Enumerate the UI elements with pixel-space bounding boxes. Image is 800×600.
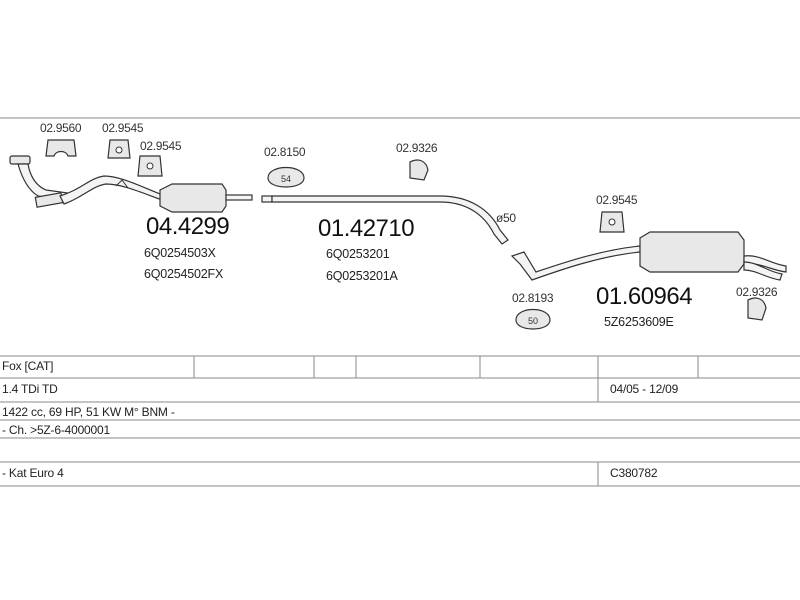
label-ring-1: 02.8150 [264,145,306,159]
label-pipe-diameter: ø50 [496,211,516,225]
label-front-oem-2: 6Q0254502FX [144,267,224,281]
label-rear-oem: 5Z6253609E [604,315,674,329]
vehicle-code: C380782 [610,466,658,480]
label-middle-oem-2: 6Q0253201A [326,269,399,283]
hanger-c-icon [137,155,163,177]
ring-clamp-2-icon: 50 [515,308,551,330]
front-pipe-drawing [9,155,253,213]
vehicle-specs: 1422 cc, 69 HP, 51 KW M° BNM - [2,405,175,419]
svg-text:50: 50 [528,316,538,326]
hanger-d-icon [409,159,429,181]
vehicle-period: 04/05 - 12/09 [610,382,679,396]
label-hanger-f: 02.9326 [736,285,778,299]
hanger-f-icon [747,297,767,321]
label-hanger-d: 02.9326 [396,141,438,155]
rear-silencer-body [639,231,745,273]
middle-pipe-drawing [261,195,509,245]
info-table-grid [0,355,800,487]
vehicle-chassis: - Ch. >5Z-6-4000001 [2,423,110,437]
ring-clamp-1-icon: 54 [267,166,305,188]
label-hanger-c: 02.9545 [140,139,182,153]
label-hanger-a: 02.9560 [40,121,82,135]
label-middle-oem-1: 6Q0253201 [326,247,390,261]
vehicle-model: Fox [CAT] [2,359,54,373]
label-hanger-b: 02.9545 [102,121,144,135]
hanger-a-icon [45,139,77,157]
label-hanger-e: 02.9545 [596,193,638,207]
label-rear-silencer: 01.60964 [596,283,692,310]
label-middle-pipe: 01.42710 [318,215,414,242]
vehicle-engine: 1.4 TDi TD [2,382,58,396]
label-front-oem-1: 6Q0254503X [144,246,217,260]
vehicle-emission: - Kat Euro 4 [2,466,64,480]
svg-text:54: 54 [281,174,291,184]
label-front-pipe: 04.4299 [146,213,229,240]
label-ring-2: 02.8193 [512,291,554,305]
rear-pipe-drawing [510,231,787,281]
hanger-e-icon [599,211,625,233]
hanger-b-icon [107,139,131,159]
